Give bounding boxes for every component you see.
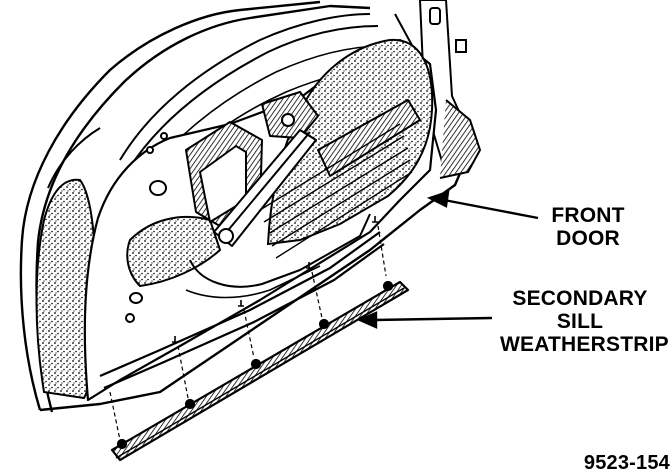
lower-panel-ribs [259, 123, 413, 259]
sill-callout-line2: SILL [556, 310, 604, 333]
access-holes [125, 132, 168, 323]
front-door-leader-arrow [426, 190, 539, 220]
figure-number: 9523-154 [583, 452, 670, 474]
window-regulator [185, 91, 421, 299]
door-bottom-edge [99, 231, 385, 390]
sill-callout-line1: SECONDARY [512, 287, 648, 310]
sill-callout-line3: WEATHERSTRIP [500, 333, 669, 356]
alignment-lines [109, 225, 387, 441]
door-clip-marks [172, 216, 378, 343]
front-door-callout: FRONT DOOR [543, 204, 633, 250]
front-door-callout-line1: FRONT [551, 204, 625, 227]
sill-leader-arrow [357, 311, 493, 329]
sill-weatherstrip [110, 280, 410, 462]
sill-weatherstrip-callout: SECONDARY SILL WEATHERSTRIP [500, 287, 669, 356]
front-door-callout-line2: DOOR [556, 227, 620, 250]
